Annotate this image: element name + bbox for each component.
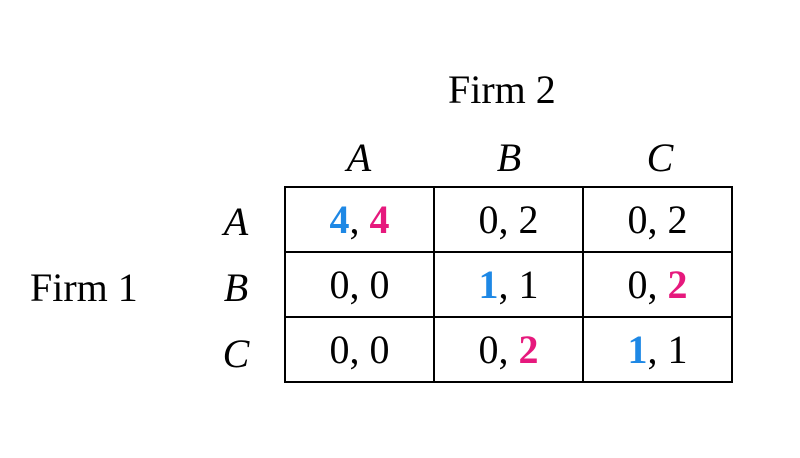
firm2-payoff: 4	[369, 196, 390, 242]
payoff-cell-c-a: 0, 0	[284, 316, 435, 383]
matrix-row-a: 4, 4 0, 2 0, 2	[284, 186, 733, 253]
firm2-payoff: 0	[369, 261, 390, 307]
column-header-b: B	[496, 135, 522, 180]
firm1-payoff: 0	[627, 196, 648, 242]
payoff-cell-b-c: 0, 2	[582, 251, 733, 318]
matrix-row-c: 0, 0 0, 2 1, 1	[284, 316, 733, 383]
firm2-payoff: 1	[667, 326, 688, 372]
firm2-payoff: 0	[369, 326, 390, 372]
matrix-row-b: 0, 0 1, 1 0, 2	[284, 251, 733, 318]
payoff-separator: ,	[498, 261, 519, 307]
firm1-payoff: 0	[627, 261, 648, 307]
payoff-separator: ,	[349, 326, 370, 372]
row-header-c: C	[222, 331, 250, 376]
row-header-b: B	[223, 265, 249, 310]
firm1-payoff: 0	[478, 326, 499, 372]
firm2-payoff: 2	[667, 196, 688, 242]
firm1-payoff: 0	[329, 326, 350, 372]
player2-label: Firm 2	[448, 67, 556, 112]
firm1-payoff: 1	[627, 326, 648, 372]
firm1-payoff: 1	[478, 261, 499, 307]
payoff-cell-a-b: 0, 2	[433, 186, 584, 253]
payoff-matrix: 4, 4 0, 2 0, 2 0, 0 1, 1 0, 2 0, 0 0, 2 …	[284, 186, 733, 383]
payoff-separator: ,	[647, 326, 668, 372]
column-header-c: C	[646, 135, 674, 180]
firm2-payoff: 2	[518, 326, 539, 372]
payoff-separator: ,	[349, 196, 370, 242]
payoff-cell-c-c: 1, 1	[582, 316, 733, 383]
payoff-cell-c-b: 0, 2	[433, 316, 584, 383]
payoff-separator: ,	[498, 196, 519, 242]
payoff-separator: ,	[647, 261, 668, 307]
payoff-cell-a-c: 0, 2	[582, 186, 733, 253]
firm2-payoff: 2	[518, 196, 539, 242]
payoff-cell-b-a: 0, 0	[284, 251, 435, 318]
payoff-separator: ,	[498, 326, 519, 372]
row-header-a: A	[223, 199, 249, 244]
firm1-payoff: 4	[329, 196, 350, 242]
payoff-cell-b-b: 1, 1	[433, 251, 584, 318]
player1-label: Firm 1	[30, 265, 138, 310]
firm1-payoff: 0	[478, 196, 499, 242]
firm2-payoff: 1	[518, 261, 539, 307]
firm2-payoff: 2	[667, 261, 688, 307]
payoff-cell-a-a: 4, 4	[284, 186, 435, 253]
payoff-separator: ,	[647, 196, 668, 242]
firm1-payoff: 0	[329, 261, 350, 307]
column-header-a: A	[346, 135, 372, 180]
payoff-separator: ,	[349, 261, 370, 307]
